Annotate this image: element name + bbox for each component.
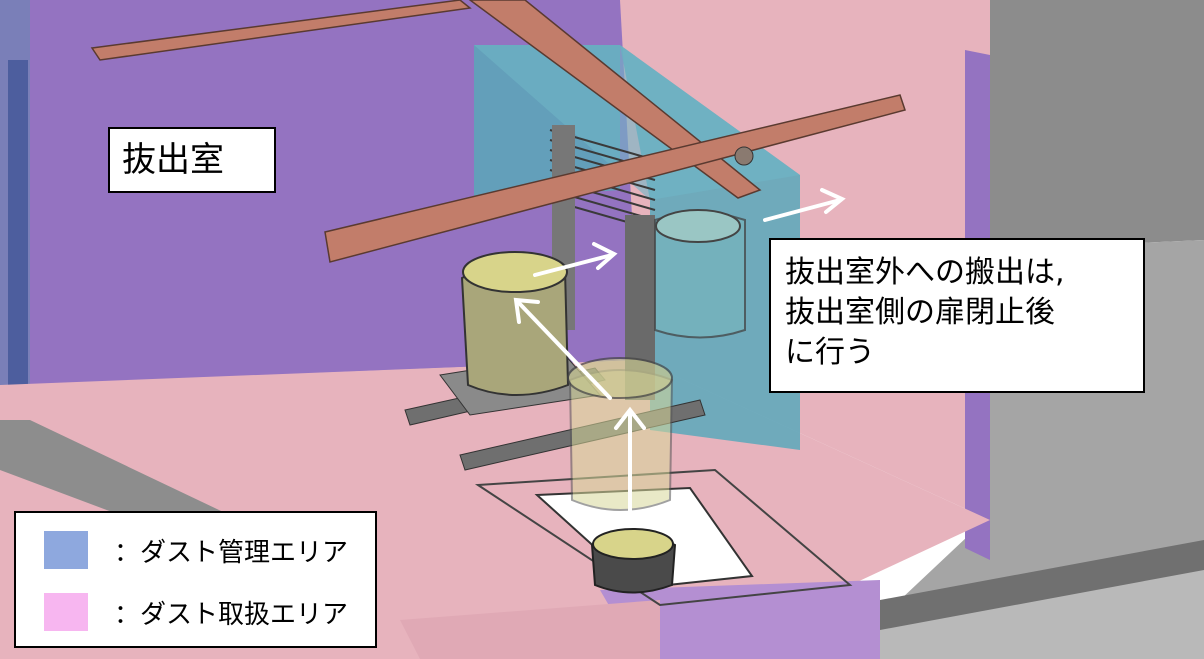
arrow-to-enclosure-head	[592, 242, 618, 270]
legend: ：ダスト管理エリア ：ダスト取扱エリア	[14, 511, 377, 648]
door-frame-right	[625, 215, 655, 400]
beam-bolt	[734, 146, 754, 166]
legend-swatch-dust-handling	[44, 593, 88, 631]
note-line-1: 抜出室外への搬出は,	[785, 255, 1065, 290]
left-wall-trim	[8, 60, 28, 420]
right-grey-wall	[985, 0, 1204, 250]
arrow-diagonal-to-cart	[516, 300, 612, 400]
arrow-up-from-pit-head	[614, 406, 646, 430]
note-box: 抜出室外への搬出は, 抜出室側の扉閉止後 に行う	[769, 238, 1145, 393]
beam-upper-left	[90, 0, 472, 61]
beam-lower	[324, 94, 906, 263]
drum-transparent-middle	[567, 357, 674, 511]
drum-in-pit	[590, 528, 677, 594]
drum-in-enclosure	[654, 209, 746, 339]
right-grey-ledge	[880, 540, 1204, 630]
movement-arrows	[513, 188, 846, 527]
room-label-box: 抜出室	[108, 127, 276, 193]
arrow-to-enclosure	[533, 253, 614, 277]
arrow-out-of-room-head	[820, 188, 846, 214]
legend-label-dust-control: ：ダスト管理エリア	[114, 537, 349, 568]
floor-front-edge	[600, 580, 880, 659]
room-label: 抜出室	[122, 140, 224, 180]
legend-swatch-dust-control	[44, 531, 88, 569]
drum-on-cart	[460, 251, 570, 396]
arrow-diagonal-to-cart-head	[513, 297, 540, 324]
floor-front-shade	[400, 600, 660, 659]
legend-label-dust-handling: ：ダスト取扱エリア	[114, 599, 349, 630]
note-line-3: に行う	[785, 335, 875, 370]
note-line-2: 抜出室側の扉閉止後	[785, 295, 1055, 330]
legend-item-dust-control: ：ダスト管理エリア	[44, 530, 348, 570]
legend-item-dust-handling: ：ダスト取扱エリア	[44, 592, 348, 632]
arrow-out-of-room	[763, 198, 842, 222]
